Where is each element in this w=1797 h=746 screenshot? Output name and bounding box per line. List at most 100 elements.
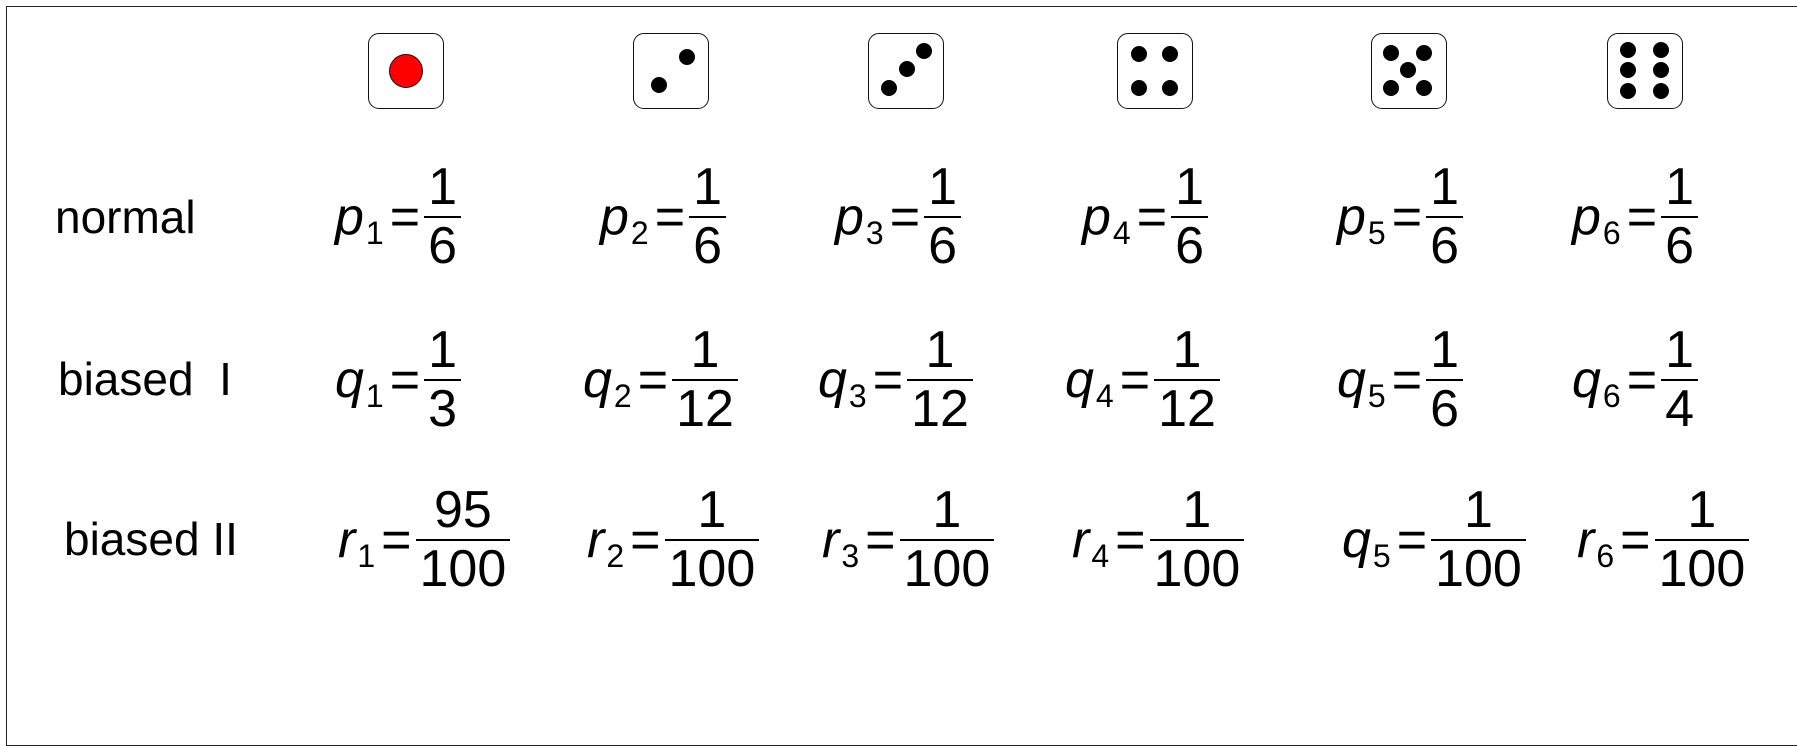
die-face-5 <box>1371 33 1447 109</box>
variable-symbol: q <box>1337 351 1366 409</box>
fraction-denominator: 6 <box>1430 217 1460 276</box>
equals-sign: = <box>389 351 421 409</box>
pip <box>1131 80 1147 96</box>
fraction-denominator: 6 <box>693 217 723 276</box>
equals-sign: = <box>889 188 921 246</box>
pip <box>1162 46 1178 62</box>
fraction-bar <box>689 215 727 219</box>
fraction-numerator: 95 <box>433 480 492 539</box>
variable-symbol: r <box>822 511 840 569</box>
equals-sign: = <box>1115 511 1146 569</box>
fraction-numerator: 1 <box>928 157 958 216</box>
variable-symbol: q <box>335 351 364 409</box>
variable-symbol: p <box>835 188 864 246</box>
equals-sign: = <box>630 511 661 569</box>
fraction-denominator: 100 <box>419 540 507 599</box>
fraction-bar <box>924 215 962 219</box>
pip <box>1383 80 1399 96</box>
die-face-2 <box>633 33 709 109</box>
equals-sign: = <box>1119 351 1151 409</box>
equals-sign: = <box>1626 351 1658 409</box>
variable-symbol: p <box>1337 188 1366 246</box>
variable-subscript: 6 <box>1596 538 1615 574</box>
variable-symbol: q <box>1572 351 1601 409</box>
pip <box>1653 83 1669 99</box>
pip <box>651 77 667 93</box>
row-label-normal: normal <box>55 191 196 243</box>
fraction-denominator: 6 <box>928 217 958 276</box>
fraction-bar <box>424 378 462 382</box>
pip <box>916 43 932 59</box>
variable-subscript: 5 <box>1372 538 1391 574</box>
fraction-bar <box>1654 538 1750 542</box>
fraction-denominator: 100 <box>1658 540 1746 599</box>
fraction-denominator: 6 <box>1430 380 1460 439</box>
variable-subscript: 6 <box>1602 215 1621 251</box>
pip <box>679 49 695 65</box>
die-face-1 <box>368 33 444 109</box>
variable-symbol: q <box>1065 351 1094 409</box>
fraction-bar <box>424 215 462 219</box>
equals-sign: = <box>1391 351 1423 409</box>
fraction-numerator: 1 <box>428 157 458 216</box>
fraction-denominator: 12 <box>676 380 734 439</box>
variable-subscript: 3 <box>841 538 860 574</box>
fraction-numerator: 1 <box>1430 320 1460 379</box>
variable-subscript: 5 <box>1367 215 1386 251</box>
equals-sign: = <box>637 351 669 409</box>
pip <box>1131 46 1147 62</box>
fraction-numerator: 1 <box>1665 320 1695 379</box>
fraction-denominator: 12 <box>1158 380 1216 439</box>
fraction-denominator: 6 <box>1665 217 1695 276</box>
variable-symbol: p <box>1572 188 1601 246</box>
fraction-numerator: 1 <box>925 320 955 379</box>
variable-subscript: 5 <box>1367 378 1386 414</box>
fraction-denominator: 12 <box>911 380 969 439</box>
fraction-numerator: 1 <box>1182 480 1212 539</box>
pip <box>1653 62 1669 78</box>
fraction-bar <box>672 378 738 382</box>
fraction-bar <box>1154 378 1220 382</box>
pip <box>1162 80 1178 96</box>
variable-subscript: 1 <box>357 538 376 574</box>
pip <box>1653 42 1669 58</box>
fraction-numerator: 1 <box>1665 157 1695 216</box>
variable-subscript: 6 <box>1602 378 1621 414</box>
variable-subscript: 4 <box>1095 378 1114 414</box>
equals-sign: = <box>865 511 896 569</box>
pip <box>881 80 897 96</box>
fraction-bar <box>1426 378 1464 382</box>
variable-symbol: r <box>587 511 605 569</box>
equals-sign: = <box>1396 511 1428 569</box>
red-pip <box>389 54 423 88</box>
pip <box>1620 62 1636 78</box>
fraction-bar <box>1661 378 1699 382</box>
variable-symbol: r <box>1072 511 1090 569</box>
die-face-4 <box>1117 33 1193 109</box>
fraction-denominator: 6 <box>1175 217 1205 276</box>
variable-symbol: p <box>335 188 364 246</box>
